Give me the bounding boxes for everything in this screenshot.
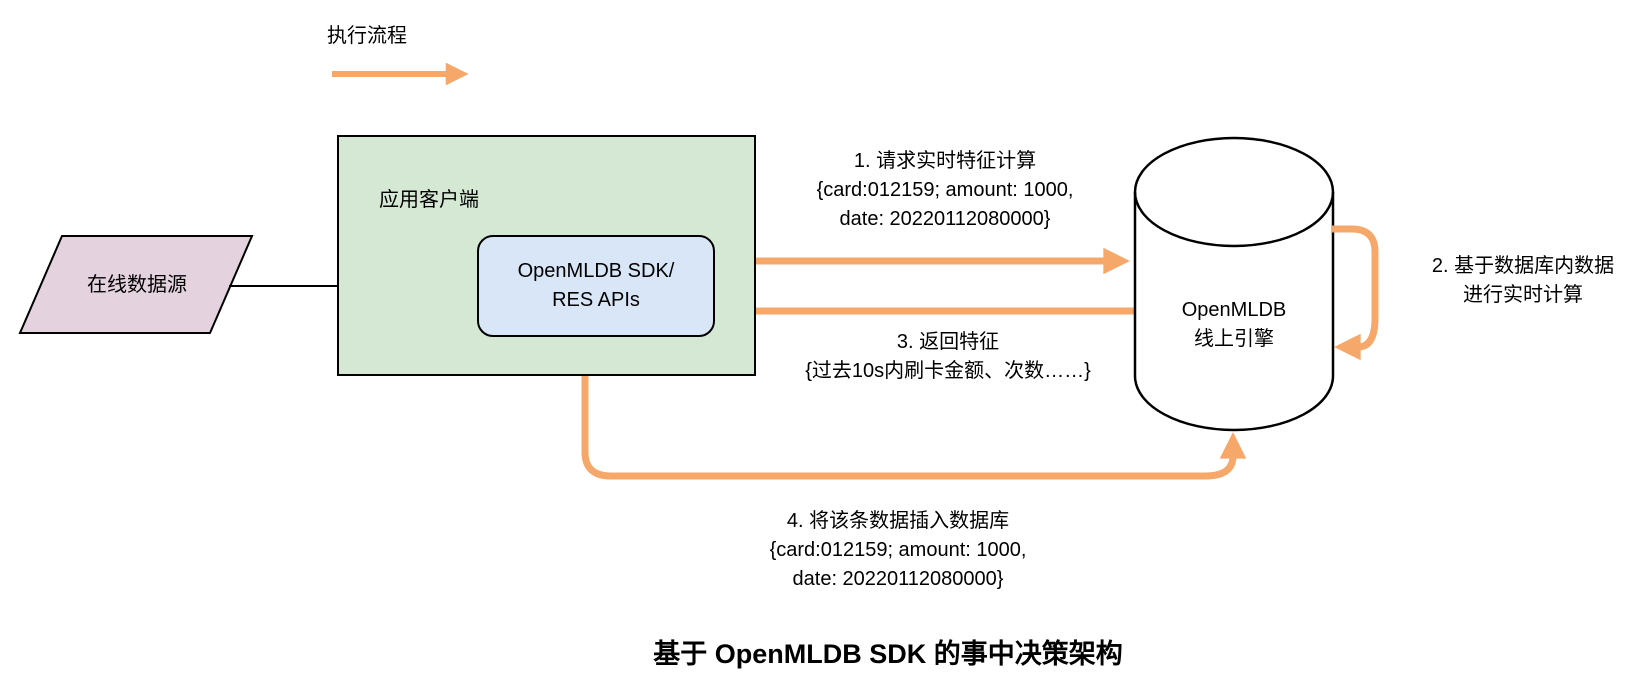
step3-line1: 3. 返回特征 <box>896 331 1000 353</box>
step4-line2: {card:012159; amount: 1000, <box>769 539 1027 561</box>
step3-line2: {过去10s内刷卡金额、次数……} <box>805 360 1091 382</box>
diagram-title: 基于 OpenMLDB SDK 的事中决策架构 <box>653 639 1123 669</box>
app-client-label: 应用客户端 <box>379 189 479 211</box>
online-engine-label-line1: OpenMLDB <box>1181 299 1287 321</box>
step2-label: 2. 基于数据库内数据 进行实时计算 <box>1432 252 1614 310</box>
online-engine-cylinder-rim <box>1133 191 1335 248</box>
step4-label: 4. 将该条数据插入数据库 {card:012159; amount: 1000… <box>770 507 1027 594</box>
sdk-box: OpenMLDB SDK/ RES APIs <box>477 235 715 337</box>
online-engine-label-line2: 线上引擎 <box>1194 328 1274 350</box>
step1-label: 1. 请求实时特征计算 {card:012159; amount: 1000, … <box>817 147 1074 234</box>
step2-line1: 2. 基于数据库内数据 <box>1431 255 1615 277</box>
online-data-source-shape <box>18 235 254 334</box>
step2-line2: 进行实时计算 <box>1463 284 1583 306</box>
sdk-label-line1: OpenMLDB SDK/ <box>517 260 675 282</box>
step3-label: 3. 返回特征 {过去10s内刷卡金额、次数……} <box>805 328 1091 386</box>
online-engine-cylinder <box>1133 136 1335 432</box>
step1-line2: {card:012159; amount: 1000, <box>816 179 1074 201</box>
sdk-label-line2: RES APIs <box>552 289 640 311</box>
step4-line1: 4. 将该条数据插入数据库 <box>786 510 1010 532</box>
step1-line1: 1. 请求实时特征计算 <box>853 150 1037 172</box>
step1-line3: date: 20220112080000} <box>839 208 1051 230</box>
online-data-source-label: 在线数据源 <box>87 274 187 296</box>
legend-label: 执行流程 <box>327 25 407 47</box>
step4-arrow <box>581 337 1247 480</box>
step2-loop-arrow <box>1332 225 1379 361</box>
online-engine-label: OpenMLDB 线上引擎 <box>1182 296 1287 354</box>
step4-line3: date: 20220112080000} <box>792 568 1004 590</box>
